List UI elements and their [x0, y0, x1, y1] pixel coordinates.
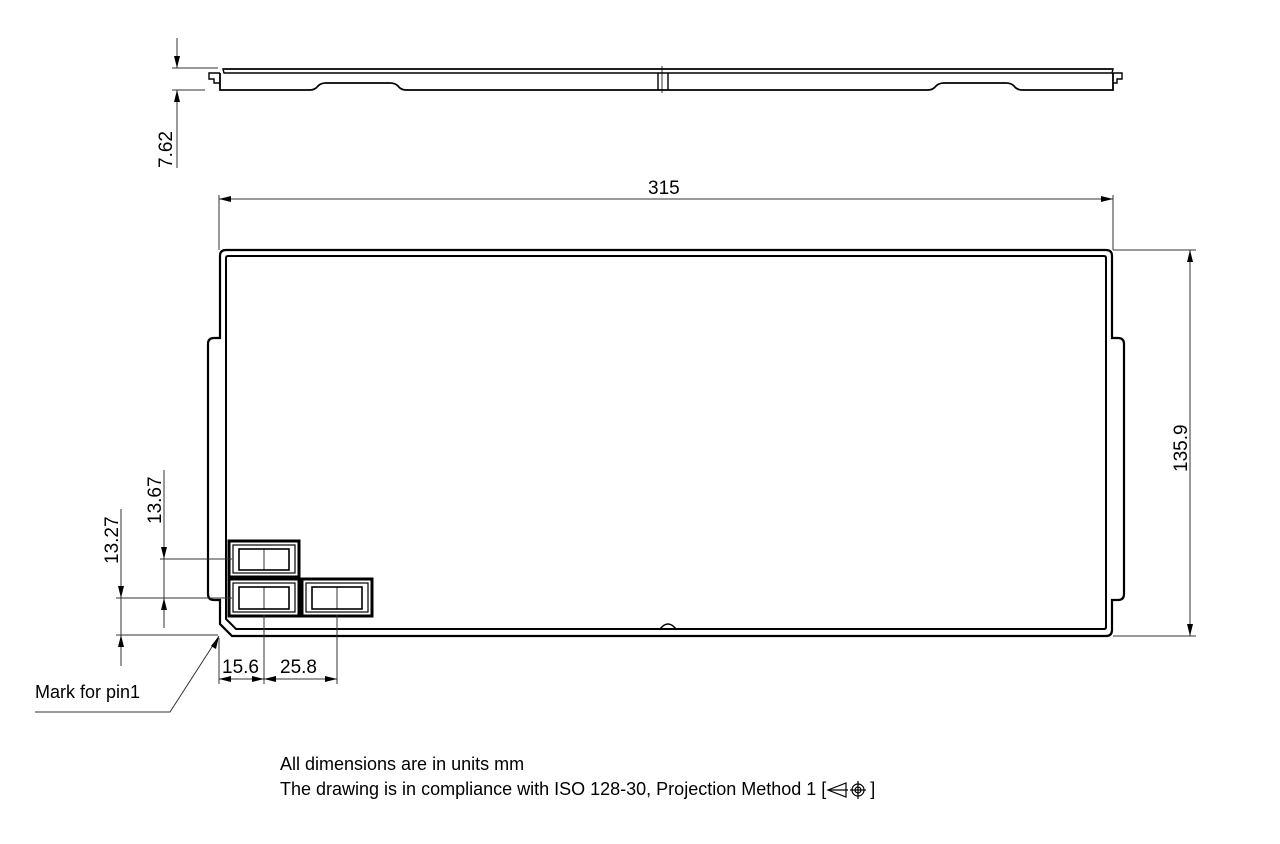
compliance-close: ] [870, 779, 876, 799]
top-view-outline [206, 248, 1126, 638]
connector-top-left [227, 539, 301, 579]
height-dimension [1113, 249, 1196, 637]
compliance-note: The drawing is in compliance with ISO 12… [280, 778, 875, 801]
connector-horizontal-dimensions [218, 615, 338, 684]
side-height-dimension [172, 38, 218, 168]
pin1-mark-label: Mark for pin1 [35, 682, 141, 702]
width-label: 315 [648, 178, 680, 199]
offset-25-8-label: 25.8 [280, 657, 317, 678]
width-dimension [218, 195, 1114, 250]
connector-bottom-left [227, 577, 301, 618]
pin1-leader [35, 635, 220, 713]
compliance-text: The drawing is in compliance with ISO 12… [280, 779, 827, 799]
connector-vertical-dimensions [116, 470, 232, 666]
height-label: 135.9 [1171, 424, 1192, 472]
connector-bottom-right [300, 577, 374, 618]
offset-13-67-label: 13.67 [145, 476, 166, 524]
side-height-label: 7.62 [156, 131, 177, 168]
offset-13-27-label: 13.27 [102, 516, 123, 564]
side-view [208, 66, 1123, 93]
offset-15-6-label: 15.6 [222, 657, 259, 678]
units-note: All dimensions are in units mm [280, 754, 525, 774]
first-angle-projection-icon [826, 781, 867, 800]
